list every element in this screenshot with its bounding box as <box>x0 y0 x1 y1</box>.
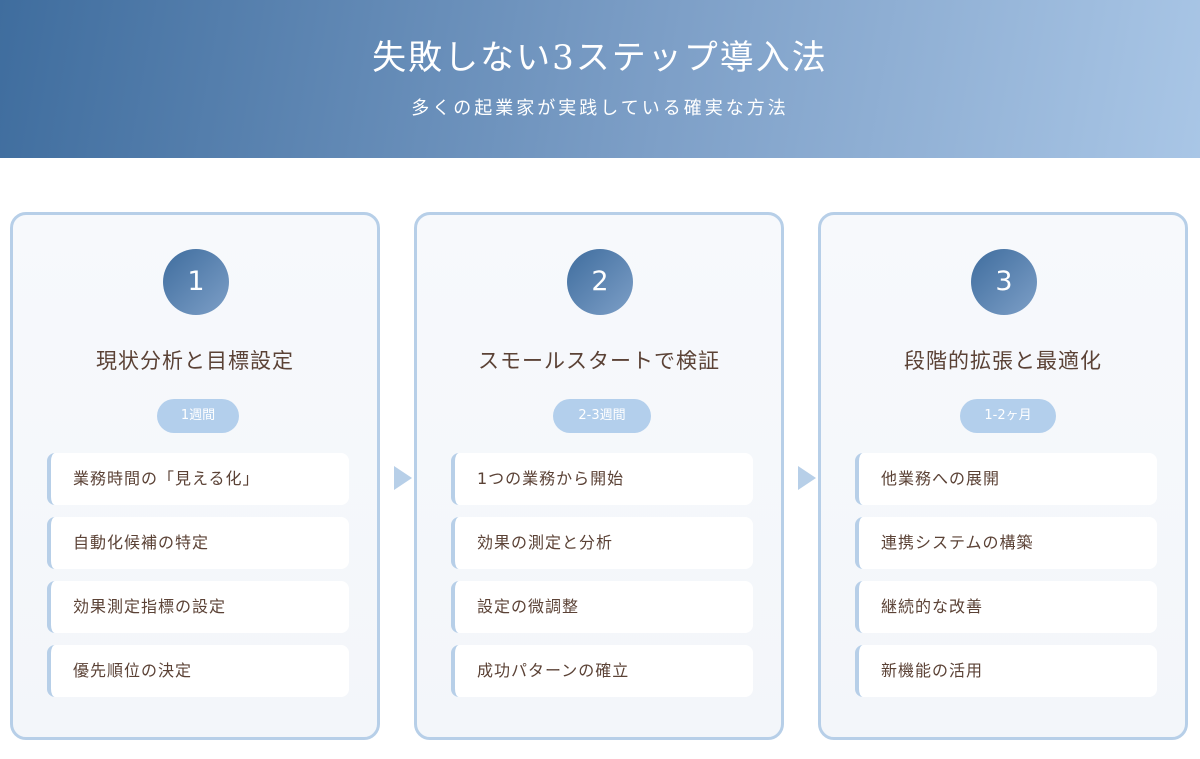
task-item: 設定の微調整 <box>451 581 753 633</box>
arrow-right-icon <box>798 466 816 490</box>
arrow-right-icon <box>394 466 412 490</box>
duration-badge: 1週間 <box>157 399 239 433</box>
step-number-badge: 2 <box>567 249 633 315</box>
task-item: 自動化候補の特定 <box>47 517 349 569</box>
step-number-badge: 1 <box>163 249 229 315</box>
task-item: 業務時間の「見える化」 <box>47 453 349 505</box>
duration-badge: 1-2ヶ月 <box>960 399 1056 433</box>
step-title: 段階的拡張と最適化 <box>904 349 1102 373</box>
task-item: 効果測定指標の設定 <box>47 581 349 633</box>
duration-badge: 2-3週間 <box>553 399 651 433</box>
page-subtitle: 多くの起業家が実践している確実な方法 <box>411 98 789 119</box>
header-banner: 失敗しない3ステップ導入法 多くの起業家が実践している確実な方法 <box>0 0 1200 158</box>
step-card-3: 3 段階的拡張と最適化 1-2ヶ月 他業務への展開 連携システムの構築 継続的な… <box>818 212 1188 740</box>
step-card-2: 2 スモールスタートで検証 2-3週間 1つの業務から開始 効果の測定と分析 設… <box>414 212 784 740</box>
task-item: 成功パターンの確立 <box>451 645 753 697</box>
task-item: 新機能の活用 <box>855 645 1157 697</box>
task-item: 継続的な改善 <box>855 581 1157 633</box>
task-item: 他業務への展開 <box>855 453 1157 505</box>
step-title: 現状分析と目標設定 <box>96 349 294 373</box>
step-number-badge: 3 <box>971 249 1037 315</box>
step-title: スモールスタートで検証 <box>478 349 720 373</box>
task-item: 効果の測定と分析 <box>451 517 753 569</box>
page-title: 失敗しない3ステップ導入法 <box>372 38 828 78</box>
task-item: 優先順位の決定 <box>47 645 349 697</box>
task-item: 連携システムの構築 <box>855 517 1157 569</box>
task-item: 1つの業務から開始 <box>451 453 753 505</box>
step-card-1: 1 現状分析と目標設定 1週間 業務時間の「見える化」 自動化候補の特定 効果測… <box>10 212 380 740</box>
